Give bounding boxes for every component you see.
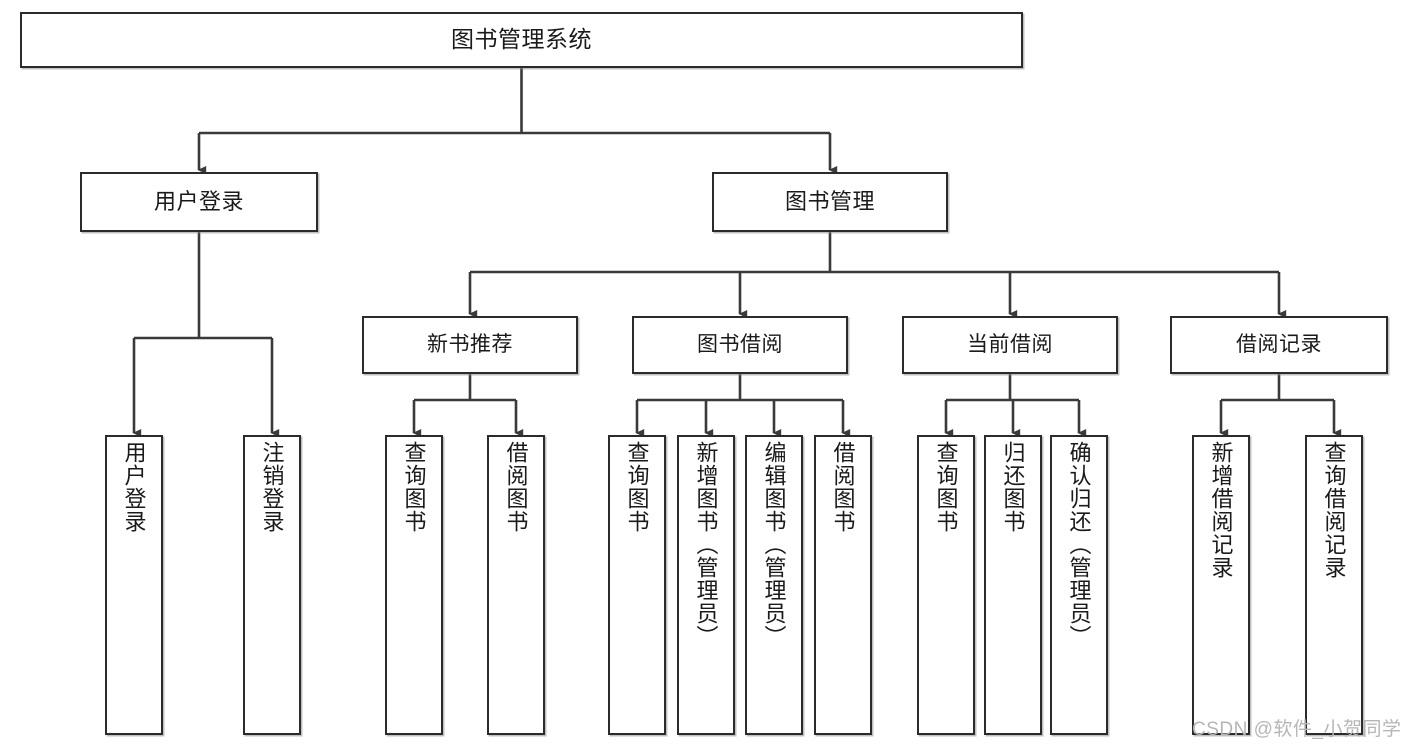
node-leaf-query-record[interactable]: 查询借阅记录 <box>1305 435 1363 735</box>
node-label: 借阅图书 <box>830 441 856 533</box>
node-label: 查询图书 <box>624 441 650 533</box>
node-label: 查询借阅记录 <box>1321 441 1347 579</box>
node-leaf-logout[interactable]: 注销登录 <box>243 435 301 735</box>
node-book-borrow[interactable]: 图书借阅 <box>632 316 848 374</box>
node-book-manage[interactable]: 图书管理 <box>712 172 948 232</box>
node-label: 新书推荐 <box>427 332 513 356</box>
node-label: 新增借阅记录 <box>1208 441 1234 579</box>
node-leaf-borrow-book-1[interactable]: 借阅图书 <box>487 435 545 735</box>
node-leaf-confirm-return[interactable]: 确认归还（管理员） <box>1050 435 1108 735</box>
node-label: 注销登录 <box>259 441 285 533</box>
node-borrow-record[interactable]: 借阅记录 <box>1170 316 1388 374</box>
node-leaf-add-record[interactable]: 新增借阅记录 <box>1192 435 1250 735</box>
node-label: 编辑图书（管理员） <box>761 441 787 648</box>
node-current-borrow[interactable]: 当前借阅 <box>902 316 1118 374</box>
node-leaf-query-book-3[interactable]: 查询图书 <box>917 435 975 735</box>
node-label: 借阅记录 <box>1236 332 1322 356</box>
node-new-book-recommend[interactable]: 新书推荐 <box>362 316 578 374</box>
node-label: 查询图书 <box>933 441 959 533</box>
node-label: 借阅图书 <box>503 441 529 533</box>
node-leaf-add-book[interactable]: 新增图书（管理员） <box>677 435 735 735</box>
node-leaf-borrow-book-2[interactable]: 借阅图书 <box>814 435 872 735</box>
node-label: 图书管理 <box>784 189 875 215</box>
node-label: 归还图书 <box>1000 441 1026 533</box>
node-label: 图书管理系统 <box>451 26 592 53</box>
node-leaf-query-book-1[interactable]: 查询图书 <box>385 435 443 735</box>
node-label: 新增图书（管理员） <box>693 441 719 648</box>
node-label: 当前借阅 <box>967 332 1053 356</box>
node-root[interactable]: 图书管理系统 <box>20 12 1023 68</box>
node-label: 用户登录 <box>121 441 147 533</box>
node-user-login[interactable]: 用户登录 <box>80 172 318 232</box>
node-leaf-edit-book[interactable]: 编辑图书（管理员） <box>745 435 803 735</box>
node-label: 查询图书 <box>401 441 427 533</box>
node-leaf-query-book-2[interactable]: 查询图书 <box>608 435 666 735</box>
node-label: 用户登录 <box>153 189 244 215</box>
node-label: 确认归还（管理员） <box>1066 441 1092 648</box>
node-leaf-return-book[interactable]: 归还图书 <box>984 435 1042 735</box>
node-leaf-user-login[interactable]: 用户登录 <box>105 435 163 735</box>
node-label: 图书借阅 <box>697 332 783 356</box>
